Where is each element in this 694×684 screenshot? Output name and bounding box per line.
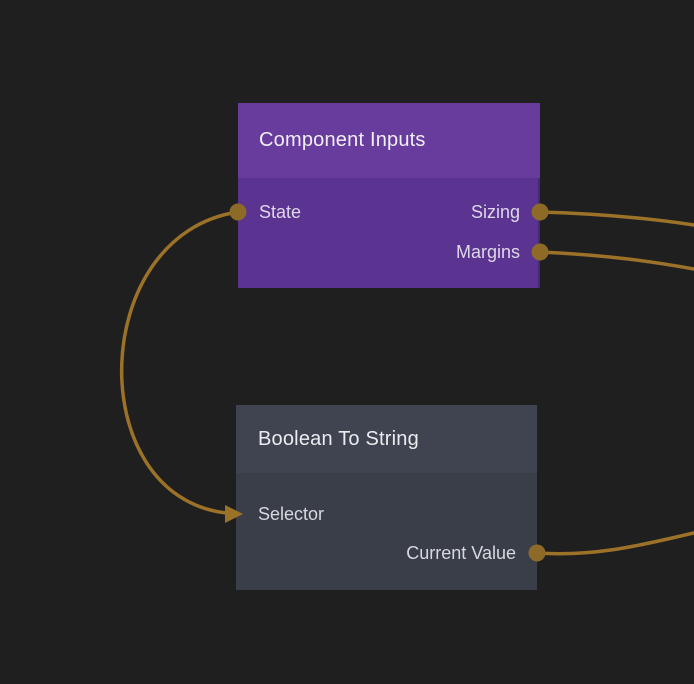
port-state[interactable]: State <box>259 200 301 224</box>
node-boolean-to-string[interactable]: Boolean To String Selector Current Value <box>236 405 537 590</box>
port-sizing[interactable]: Sizing <box>471 200 520 224</box>
wire-current-value-offscreen[interactable] <box>535 531 694 556</box>
port-current-value-label: Current Value <box>406 543 516 563</box>
wire-sizing-offscreen[interactable] <box>538 210 694 227</box>
wire-state-to-selector[interactable] <box>120 210 240 515</box>
port-sizing-label: Sizing <box>470 202 520 222</box>
port-selector[interactable]: Selector <box>258 502 324 526</box>
node-boolean-to-string-header[interactable]: Boolean To String <box>236 405 537 473</box>
node-title: Component Inputs <box>259 129 426 151</box>
port-current-value[interactable]: Current Value <box>406 541 516 565</box>
port-margins[interactable]: Margins <box>456 240 520 264</box>
port-margins-label: Margins <box>455 242 520 262</box>
port-selector-label: Selector <box>258 504 325 524</box>
node-component-inputs-header[interactable]: Component Inputs <box>238 103 540 178</box>
port-state-label: State <box>259 202 302 222</box>
node-title: Boolean To String <box>258 427 419 450</box>
wire-margins-offscreen[interactable] <box>538 250 694 271</box>
node-component-inputs[interactable]: Component Inputs State Sizing Margins <box>238 103 540 288</box>
